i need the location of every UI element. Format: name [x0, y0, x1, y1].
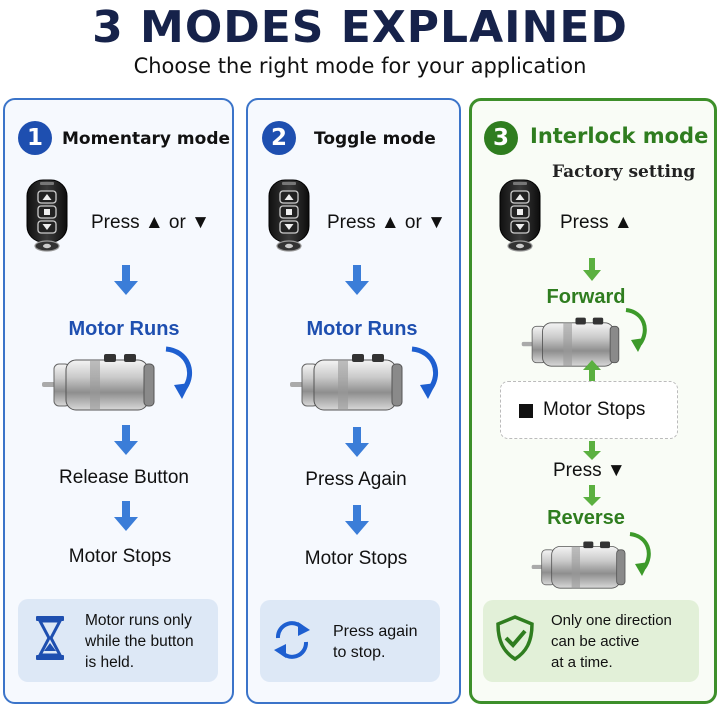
- arrow-down-icon: [114, 425, 138, 455]
- arrow-down-icon: [583, 485, 601, 506]
- interlock-mode-title: Interlock mode: [530, 124, 709, 148]
- remote-control-icon: [26, 179, 68, 252]
- arrow-up-icon: [583, 360, 601, 382]
- arrow-down-icon: [583, 258, 601, 281]
- toggle-mode-title: Toggle mode: [314, 129, 436, 149]
- mode-number-badge: 1: [18, 121, 52, 155]
- rotation-arrow-icon: [625, 308, 647, 352]
- arrow-down-icon: [114, 501, 138, 531]
- arrow-down-icon: [345, 427, 369, 457]
- press-down-instruction: Press ▼: [553, 460, 626, 481]
- rotation-arrow-icon: [629, 532, 651, 576]
- dc-motor-image: [531, 541, 626, 589]
- dc-motor-image: [521, 317, 620, 367]
- page-title: 3 MODES EXPLAINED: [92, 2, 628, 53]
- remote-control-icon: [499, 179, 541, 252]
- release-button-label: Release Button: [59, 467, 189, 488]
- toggle-note-box: [260, 600, 440, 682]
- shield-check-icon: [496, 615, 534, 662]
- stop-square-icon: [519, 404, 533, 418]
- mode-number-badge: 2: [262, 121, 296, 155]
- arrow-down-icon: [345, 505, 369, 535]
- mode-number-badge: 3: [484, 121, 518, 155]
- rotation-arrow-icon: [165, 346, 193, 399]
- reverse-label: Reverse: [547, 507, 625, 529]
- press-instruction: Press ▲ or ▼: [91, 212, 210, 233]
- hourglass-icon: [36, 616, 64, 660]
- arrow-down-icon: [583, 441, 601, 460]
- motor-runs-label: Motor Runs: [68, 318, 180, 340]
- motor-stops-label: Motor Stops: [68, 546, 172, 567]
- arrow-down-icon: [345, 265, 369, 295]
- press-up-instruction: Press ▲: [560, 212, 633, 233]
- motor-stops-label: Motor Stops: [543, 399, 646, 420]
- arrow-down-icon: [114, 265, 138, 295]
- rotation-arrow-icon: [411, 346, 439, 399]
- remote-control-icon: [268, 179, 310, 252]
- momentary-note-text: Motor runs only while the button is held…: [85, 612, 194, 671]
- toggle-note-text: Press again to stop.: [333, 623, 418, 661]
- press-instruction: Press ▲ or ▼: [327, 212, 446, 233]
- motor-stops-label: Motor Stops: [304, 548, 408, 569]
- motor-stops-box: Motor Stops: [500, 381, 678, 439]
- dc-motor-image: [289, 353, 403, 411]
- interlock-note-text: Only one direction can be active at a ti…: [551, 612, 672, 671]
- factory-setting-label: Factory setting: [552, 162, 696, 182]
- forward-label: Forward: [546, 286, 626, 308]
- refresh-icon: [274, 621, 310, 659]
- momentary-mode-title: Momentary mode: [62, 129, 231, 149]
- press-again-label: Press Again: [305, 469, 407, 490]
- motor-runs-label: Motor Runs: [306, 318, 418, 340]
- dc-motor-image: [41, 353, 155, 411]
- page-subtitle: Choose the right mode for your applicati…: [133, 54, 587, 78]
